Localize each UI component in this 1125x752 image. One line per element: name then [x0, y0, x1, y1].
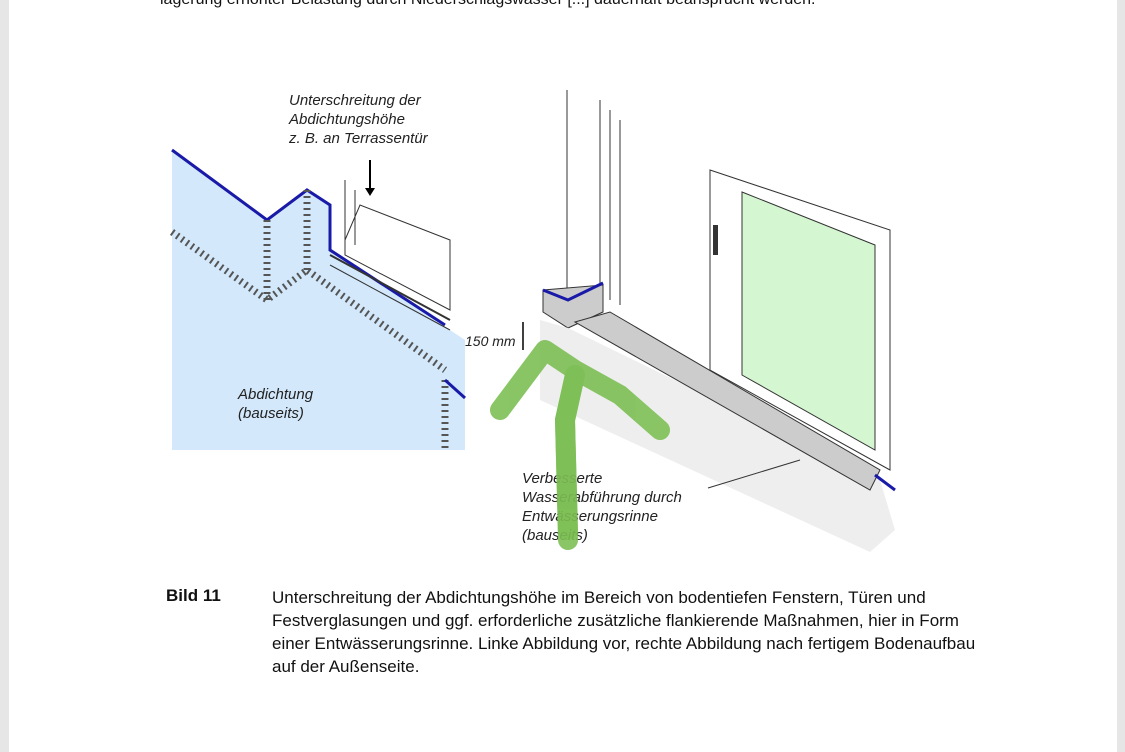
drainage-label: Verbesserte Wasserabführung durch Entwäs…	[522, 470, 682, 544]
figure-number: Bild 11	[166, 586, 221, 605]
dimension-label: 150 mm	[465, 333, 516, 349]
figure-caption: Unterschreitung der Abdichtungshöhe im B…	[272, 588, 976, 676]
left-illustration	[169, 148, 467, 450]
callout-label: Unterschreitung der Abdichtungshöhe z. B…	[289, 92, 428, 147]
right-illustration	[522, 90, 896, 552]
waterproofing-label: Abdichtung (bauseits)	[238, 386, 314, 422]
cut-off-text-line: lagerung erhöhter Belastung durch Nieder…	[160, 0, 816, 9]
